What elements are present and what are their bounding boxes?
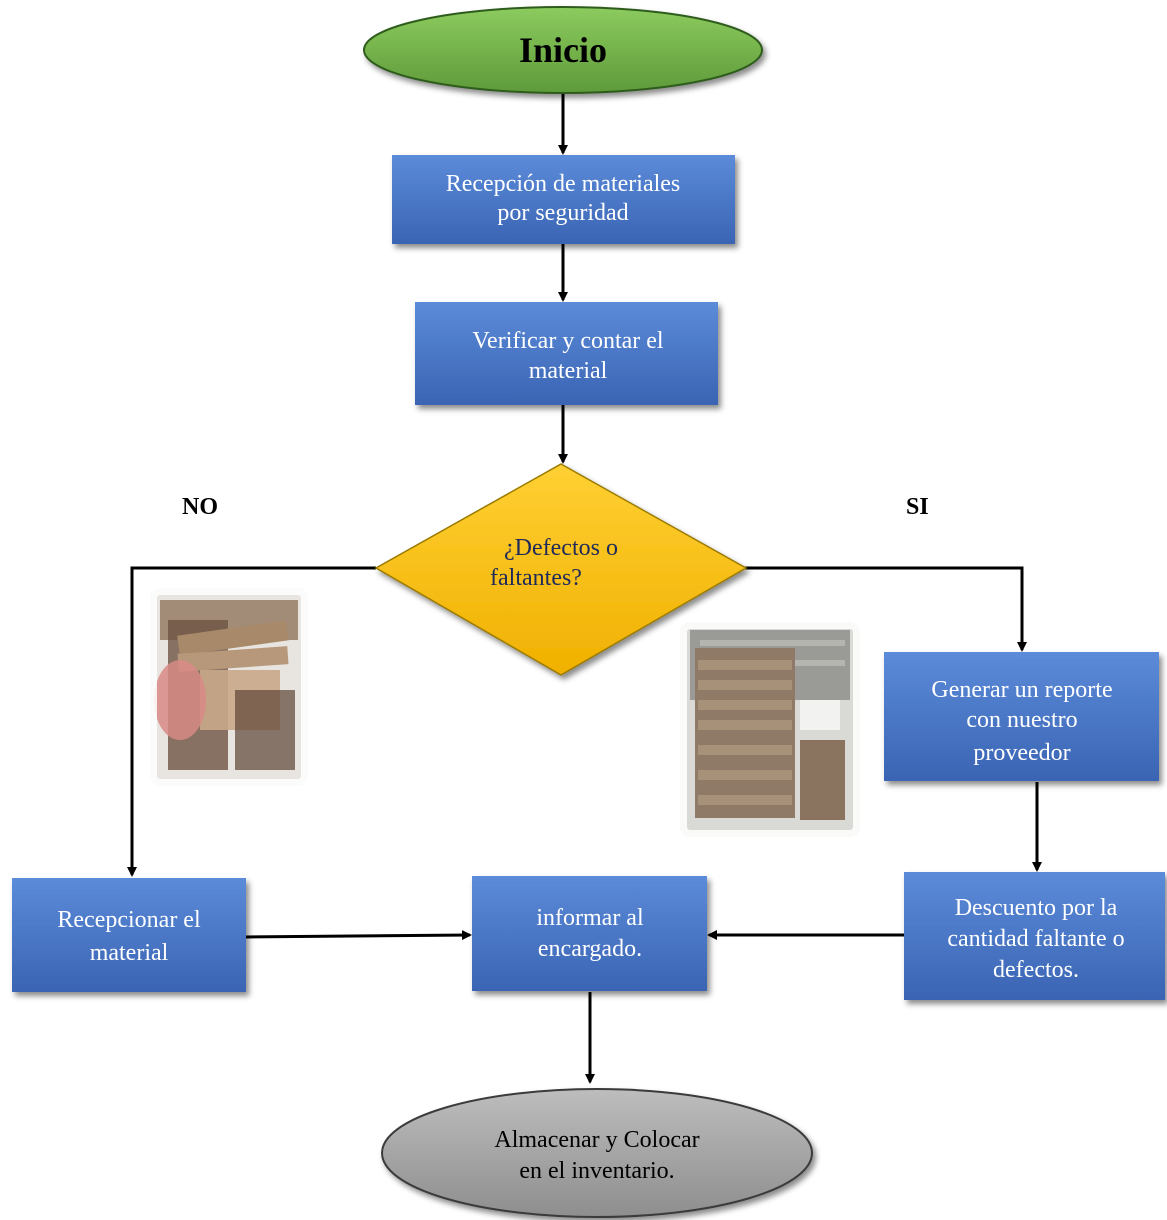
decision-defects: ¿Defectos o faltantes?: [374, 463, 748, 676]
reception-line-1: Recepción de materiales: [446, 171, 681, 197]
discount-line-3: defectos.: [993, 957, 1079, 983]
discount-line-2: cantidad faltante o: [947, 926, 1124, 952]
branch-label-yes: SI: [906, 494, 929, 520]
inform-line-1: informar al: [536, 905, 644, 931]
decision-line-2: faltantes?: [490, 565, 582, 591]
report-line-1: Generar un reporte: [931, 677, 1112, 703]
decision-line-1: ¿Defectos o: [504, 535, 618, 561]
process-verify: Verificar y contar el material: [415, 302, 718, 405]
arrow-receive-to-inform: [245, 930, 472, 941]
process-receive: Recepcionar el material: [12, 878, 246, 992]
cardboard-stacks-photo: [673, 615, 867, 844]
end-terminator: Almacenar y Colocar en el inventario.: [381, 1088, 813, 1218]
receive-line-2: material: [90, 940, 169, 966]
arrow-decision-no-branch: [127, 566, 376, 877]
process-reception: Recepción de materiales por seguridad: [392, 155, 735, 244]
cardboard-sheets-photo: [143, 581, 315, 793]
branch-label-no: NO: [182, 494, 218, 520]
verify-line-1: Verificar y contar el: [472, 328, 664, 354]
process-report: Generar un reporte con nuestro proveedor: [884, 652, 1159, 781]
connectors: [127, 92, 1042, 1084]
start-terminator: Inicio: [363, 6, 763, 94]
reception-line-2: por seguridad: [497, 200, 628, 226]
arrow-decision-yes-branch: [745, 566, 1027, 652]
end-line-2: en el inventario.: [519, 1158, 674, 1184]
report-line-2: con nuestro: [966, 707, 1077, 733]
process-inform: informar al encargado.: [472, 876, 707, 991]
report-line-3: proveedor: [973, 740, 1070, 766]
start-label: Inicio: [519, 30, 607, 70]
receive-line-1: Recepcionar el: [57, 907, 201, 933]
process-discount: Descuento por la cantidad faltante o def…: [904, 872, 1165, 1000]
inform-line-2: encargado.: [538, 936, 642, 962]
verify-line-2: material: [529, 358, 608, 384]
end-line-1: Almacenar y Colocar: [494, 1127, 699, 1153]
discount-line-1: Descuento por la: [955, 895, 1118, 921]
